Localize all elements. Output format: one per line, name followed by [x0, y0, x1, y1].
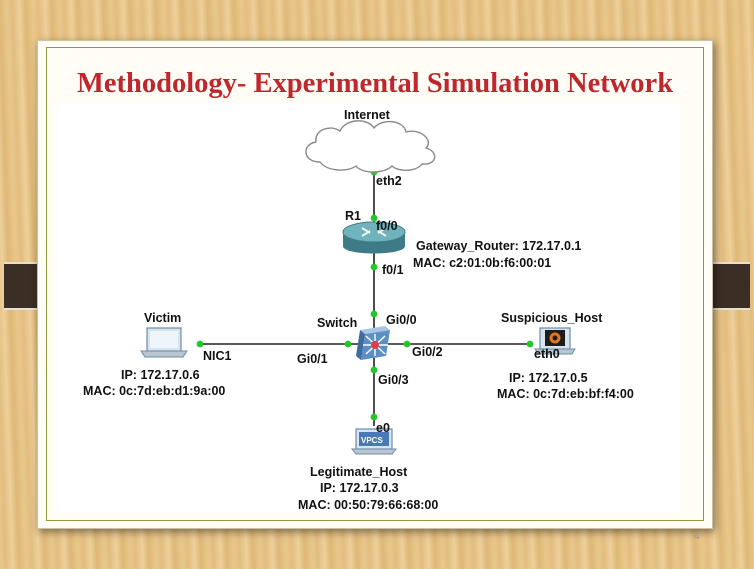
vpcs-icon	[350, 428, 398, 455]
switch-port-top-label: Gi0/0	[386, 313, 417, 327]
victim-mac: MAC: 0c:7d:eb:d1:9a:00	[83, 384, 225, 398]
suspicious-host-label: Suspicious_Host	[501, 311, 603, 325]
legitimate-ip: IP: 172.17.0.3	[320, 481, 399, 495]
legitimate-port-label: e0	[376, 421, 390, 435]
internet-port-label: eth2	[376, 174, 402, 188]
dot-router-top	[370, 214, 378, 222]
switch-port-left-label: Gi0/1	[297, 352, 328, 366]
suspicious-port-label: eth0	[534, 347, 560, 361]
router-icon	[342, 221, 406, 254]
victim-label: Victim	[144, 311, 181, 325]
dot-victim	[196, 340, 204, 348]
dot-router-bottom	[370, 263, 378, 271]
switch-port-right-label: Gi0/2	[412, 345, 443, 359]
switch-label: Switch	[317, 316, 357, 330]
laptop-icon	[140, 327, 188, 358]
switch-port-bottom-label: Gi0/3	[378, 373, 409, 387]
router-label: R1	[345, 209, 361, 223]
router-info-line1: Gateway_Router: 172.17.0.1	[416, 239, 581, 253]
router-port-bottom-label: f0/1	[382, 263, 404, 277]
suspicious-ip: IP: 172.17.0.5	[509, 371, 588, 385]
victim-port-label: NIC1	[203, 349, 232, 363]
switch-icon	[356, 326, 390, 360]
network-diagram: Internet eth2 R1 f0/0 f0/1 Gateway_Route…	[58, 104, 680, 513]
dot-switch-top	[370, 310, 378, 318]
router-port-top-label: f0/0	[376, 219, 398, 233]
suspicious-mac: MAC: 0c:7d:eb:bf:f4:00	[497, 387, 634, 401]
links	[200, 174, 530, 426]
legitimate-mac: MAC: 00:50:79:66:68:00	[298, 498, 438, 512]
dot-switch-right	[403, 340, 411, 348]
slide-title: Methodology- Experimental Simulation Net…	[76, 68, 674, 99]
dot-suspicious	[526, 340, 534, 348]
cloud-icon	[305, 120, 436, 173]
router-info-line2: MAC: c2:01:0b:f6:00:01	[413, 256, 551, 270]
link-dots	[196, 168, 534, 421]
legitimate-host-label: Legitimate_Host	[310, 465, 408, 479]
vpcs-device-label: VPCS	[361, 436, 383, 445]
suspicious-host-icon	[534, 327, 576, 355]
victim-ip: IP: 172.17.0.6	[121, 368, 200, 382]
dot-legitimate	[370, 413, 378, 421]
internet-label: Internet	[344, 108, 391, 122]
slide-number: 4	[694, 531, 700, 542]
dot-switch-left	[344, 340, 352, 348]
dot-switch-bottom	[370, 366, 378, 374]
